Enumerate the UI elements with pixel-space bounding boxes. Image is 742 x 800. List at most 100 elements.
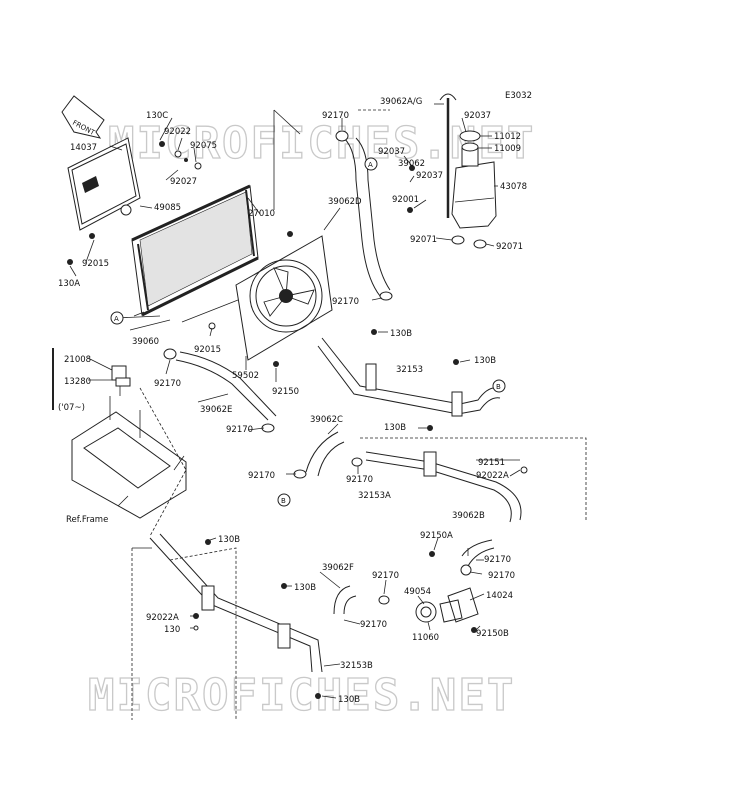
pipe-32153a [365, 451, 522, 523]
hose-39062f-edge [343, 595, 357, 615]
thermostat-housing [415, 587, 479, 623]
part-label-39062: 39062 [398, 159, 425, 169]
part-labels: 130C920229207514037920274908527010920151… [58, 97, 527, 705]
part-label-13280: 13280 [64, 377, 91, 387]
hose-39062e [175, 359, 269, 421]
part-label-92170: 92170 [360, 620, 387, 630]
part-label-130c: 130C [146, 111, 168, 121]
part-label-11060: 11060 [412, 633, 439, 643]
part-label-11012: 11012 [494, 132, 521, 142]
part-label-59502: 59502 [232, 371, 259, 381]
part-label-92071: 92071 [496, 242, 523, 252]
reference-frame [71, 396, 187, 519]
part-label-92170: 92170 [346, 475, 373, 485]
part-label-130a: 130A [58, 279, 80, 289]
pipe-32153b [149, 533, 323, 673]
part-label-32153b: 32153B [340, 661, 373, 671]
hose-39062c [305, 431, 339, 473]
front-arrow-icon: FRONT [61, 95, 105, 139]
part-label-39062f: 39062F [322, 563, 354, 573]
part-label-92027: 92027 [170, 177, 197, 187]
part-label-130b: 130B [338, 695, 360, 705]
reservoir-tank [439, 93, 497, 249]
part-label-130b: 130B [294, 583, 316, 593]
part-label-92170: 92170 [154, 379, 181, 389]
bracket-group-line [52, 348, 54, 410]
svg-text:A: A [114, 315, 119, 323]
part-label-92071: 92071 [410, 235, 437, 245]
hose-39062b-edge [467, 547, 495, 567]
callout-a-bottom: A [110, 311, 124, 325]
part-label-49054: 49054 [404, 587, 431, 597]
svg-text:B: B [281, 497, 286, 505]
part-label-92150a: 92150A [420, 531, 453, 541]
part-label-92022: 92022 [164, 127, 191, 137]
clamp-upper [335, 130, 349, 142]
part-label-92075: 92075 [190, 141, 217, 151]
part-label-14024: 14024 [486, 591, 513, 601]
part-label-39060: 39060 [132, 337, 159, 347]
part-label-39062d: 39062D [328, 197, 362, 207]
hose-39062d-edge [355, 137, 391, 291]
clamp-39062f [378, 595, 390, 605]
callout-b-right: B [492, 379, 506, 393]
part-label-39062a-g: 39062A/G [380, 97, 422, 107]
part-label-39062c: 39062C [310, 415, 343, 425]
part-label-92170: 92170 [226, 425, 253, 435]
part-label-21008: 21008 [64, 355, 91, 365]
part-label-49085: 49085 [154, 203, 181, 213]
hose-39062d [343, 137, 381, 297]
cooling-fan [235, 235, 333, 361]
hose-39062e-edge [179, 351, 277, 417]
part-label-92170: 92170 [484, 555, 511, 565]
frame-caption: Ref.Frame [66, 515, 108, 525]
part-label-130b: 130B [218, 535, 240, 545]
part-label-92151: 92151 [478, 458, 505, 468]
part-label-32153a: 32153A [358, 491, 391, 501]
part-label-92037: 92037 [464, 111, 491, 121]
svg-text:A: A [368, 161, 373, 169]
part-label-92150: 92150 [272, 387, 299, 397]
part-label-92170: 92170 [332, 297, 359, 307]
hose-39062f [333, 585, 351, 615]
fasteners [67, 141, 528, 699]
part-label-92170: 92170 [248, 471, 275, 481]
part-label-130: 130 [164, 625, 180, 635]
part-label-92001: 92001 [392, 195, 419, 205]
watermark-bottom: MICROFICHES.NET [88, 670, 515, 721]
hose-39062b [461, 539, 493, 557]
part-label-39062b: 39062B [452, 511, 485, 521]
part-label-92150b: 92150B [476, 629, 509, 639]
part-label-92022a: 92022A [476, 471, 509, 481]
part-label-92170: 92170 [322, 111, 349, 121]
svg-text:B: B [496, 383, 501, 391]
radiator [131, 184, 259, 317]
part-label-43078: 43078 [500, 182, 527, 192]
part-label-32153: 32153 [396, 365, 423, 375]
part-label-11009: 11009 [494, 144, 521, 154]
part-label-92037: 92037 [416, 171, 443, 181]
callout-b-lower: B [277, 493, 291, 507]
part-label-14037: 14037 [70, 143, 97, 153]
part-label-130b: 130B [384, 423, 406, 433]
part-label-39062e: 39062E [200, 405, 232, 415]
part-label-92170: 92170 [488, 571, 515, 581]
hose-39062c-edge [317, 441, 345, 477]
leader-lines [69, 103, 587, 720]
clamp-39062c [351, 457, 363, 467]
diagram-code: E3032 [505, 91, 532, 101]
pipe-32153 [317, 337, 501, 417]
callout-a-top: A [364, 157, 378, 171]
bracket-13280 [111, 365, 131, 387]
part-label-130b: 130B [474, 356, 496, 366]
part-label-27010: 27010 [248, 209, 275, 219]
part-label-92022a: 92022A [146, 613, 179, 623]
part-label-92037: 92037 [378, 147, 405, 157]
part-label-130b: 130B [390, 329, 412, 339]
part-label-92170: 92170 [372, 571, 399, 581]
part-label-92015: 92015 [82, 259, 109, 269]
part-label-92015: 92015 [194, 345, 221, 355]
year-note: ('07~) [58, 403, 85, 413]
